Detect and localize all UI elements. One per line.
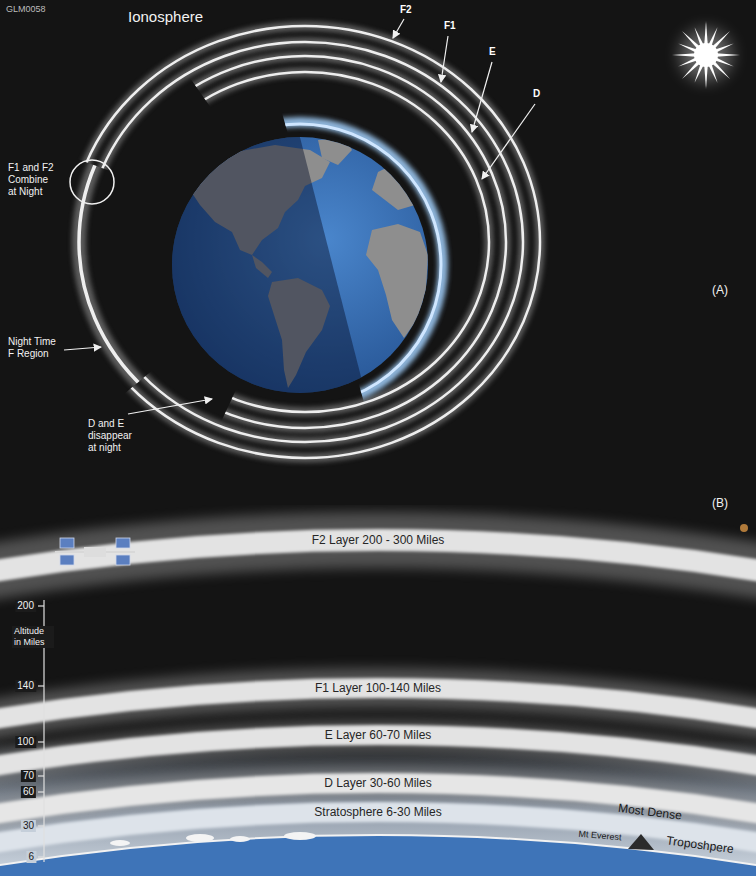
cloud (186, 834, 214, 842)
leader-arrow (482, 104, 535, 179)
day-crescent (157, 122, 443, 408)
figure-code: GLM0058 (6, 4, 46, 15)
sun-ray (692, 26, 720, 83)
axis-tick (38, 605, 44, 606)
axis-tick-label: 30 (21, 820, 36, 832)
landmark-label: Mt Everest (578, 829, 622, 844)
space-station (55, 538, 135, 565)
axis-title: Altitude in Miles (12, 626, 54, 648)
panel-letter: (A) (712, 283, 728, 297)
axis-tick (38, 685, 44, 686)
axis-tick (38, 825, 44, 826)
sun-ray (680, 29, 732, 81)
combine-circle (70, 160, 114, 204)
sun-ray (677, 41, 734, 69)
axis-tick-label: 200 (15, 600, 36, 612)
axis-tick (38, 741, 44, 742)
band-label: E Layer 60-70 Miles (325, 728, 432, 742)
layer-band: E Layer 60-70 Miles (319, 727, 438, 743)
axis-tick-label: 100 (15, 736, 36, 748)
leader-arrow (472, 62, 492, 132)
leader-arrow (64, 347, 101, 350)
continents (0, 0, 428, 530)
layer-band: Stratosphere 6-30 Miles (308, 804, 447, 820)
axis-tick-label: 140 (15, 680, 36, 692)
axis-tick-label: 70 (21, 770, 36, 782)
axis-tick-label: 6 (26, 851, 36, 863)
annotation-note: Night Time F Region (8, 336, 60, 360)
layer-callout: F1 (444, 20, 456, 32)
density-note: Most Dense (617, 801, 682, 823)
sun (672, 21, 740, 89)
cloud (230, 836, 250, 842)
crescent-core (159, 124, 441, 406)
station-module (84, 547, 106, 557)
sun-core (694, 43, 718, 67)
leader-arrow (393, 19, 404, 38)
layer-band: F1 Layer 100-140 Miles (309, 680, 447, 696)
clouds (110, 832, 316, 846)
night-shade (0, 0, 400, 530)
axis-tick (38, 791, 44, 792)
cloud (284, 832, 316, 840)
band-label: F2 Layer 200 - 300 Miles (312, 533, 445, 547)
planet (740, 524, 748, 532)
solar-panel (116, 555, 130, 565)
solar-panel (60, 538, 74, 548)
layer-band: D Layer 30-60 Miles (318, 775, 437, 791)
crescent-glow (157, 122, 443, 408)
leader-arrows (64, 19, 535, 414)
annotation-note: F1 and F2 Combine at Night (8, 162, 56, 198)
layer-bands (0, 540, 756, 847)
layer-callout: E (489, 46, 496, 58)
axis-tick-label: 60 (21, 786, 36, 798)
axis-tick (38, 856, 44, 857)
band-label: Stratosphere 6-30 Miles (314, 805, 441, 819)
layer-band: F2 Layer 200 - 300 Miles (306, 532, 451, 548)
band-label: D Layer 30-60 Miles (324, 776, 431, 790)
leader-arrow (441, 36, 448, 82)
leader-arrow (128, 399, 212, 414)
solar-panel (60, 555, 74, 565)
band-label: F1 Layer 100-140 Miles (315, 681, 441, 695)
greenland (318, 138, 352, 165)
layer-callout: F2 (400, 4, 412, 16)
annotation-note: D and E disappear at night (88, 418, 138, 454)
layer-callout: D (533, 88, 540, 100)
cloud (110, 840, 130, 846)
africa (366, 224, 428, 338)
mountain-symbol (628, 834, 654, 850)
panel-title: Ionosphere (128, 8, 203, 26)
panel-letter: (B) (712, 496, 728, 510)
region-label: Troposhpere (666, 833, 735, 856)
sun-rays (672, 21, 740, 89)
sun-ray (677, 41, 734, 69)
solar-panel (116, 538, 130, 548)
earth-globe (0, 0, 428, 530)
axis-tick (38, 775, 44, 776)
